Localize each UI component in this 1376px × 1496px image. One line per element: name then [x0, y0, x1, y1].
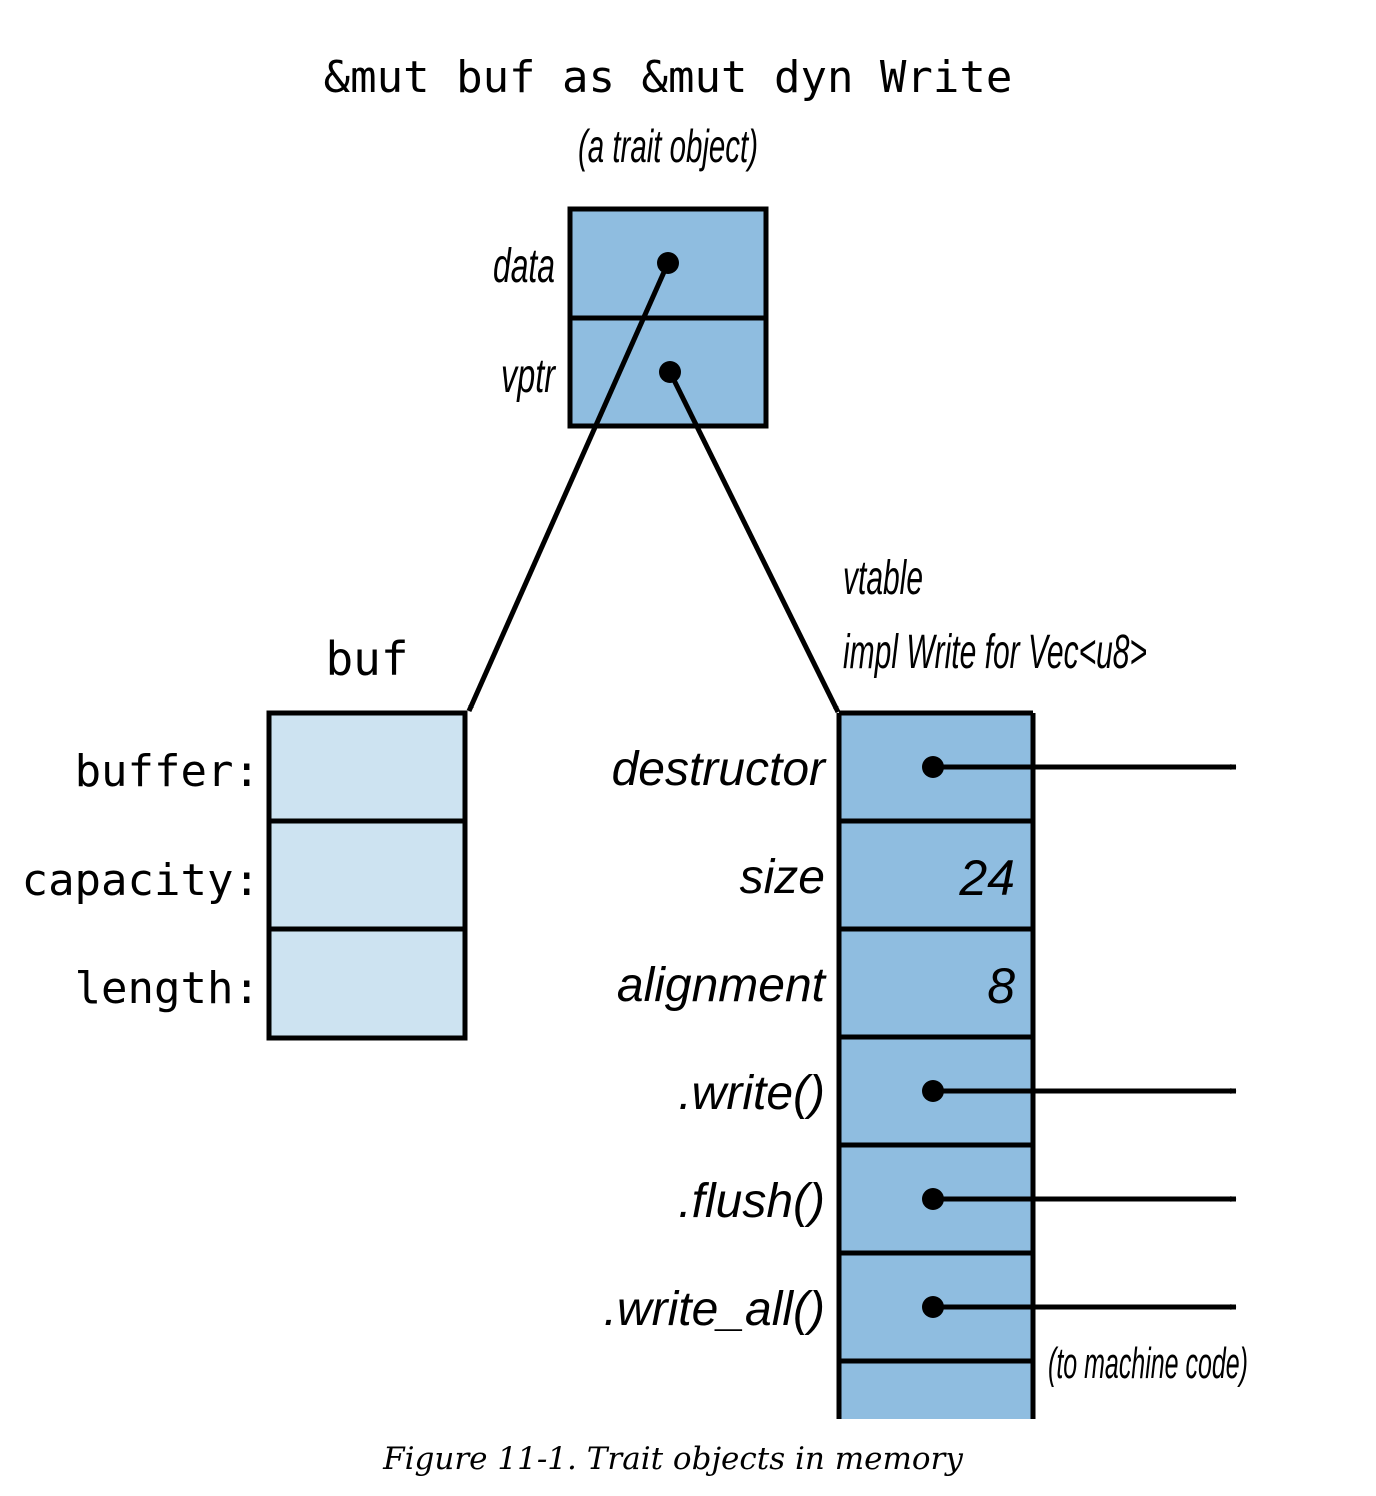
function-pointer-dot: [922, 1080, 944, 1102]
buf-box: [266, 710, 468, 1041]
vtable-row-label: destructor: [612, 743, 827, 796]
vtable-row-label: .flush(): [678, 1175, 825, 1228]
vtable-row-value: 24: [958, 850, 1015, 906]
trait-object-title: &mut buf as &mut dyn Write: [324, 52, 1013, 103]
trait-object-box: [567, 206, 769, 429]
vptr-pointer-arrow: [667, 370, 841, 714]
data-pointer-dot: [657, 252, 679, 274]
buf-field-length: length:: [75, 963, 260, 1014]
vtable-subtitle: impl Write for Vec<u8>: [843, 626, 1147, 679]
vtable-row-label: alignment: [617, 959, 827, 1012]
machine-code-note: (to machine code): [1048, 1339, 1248, 1388]
vtable-row-value: 8: [987, 958, 1015, 1014]
trait-object-subtitle: (a trait object): [578, 120, 758, 172]
data-pointer-arrow: [466, 261, 671, 713]
trait-object-field-vptr: vptr: [501, 350, 556, 403]
buf-field-capacity: capacity:: [22, 855, 260, 906]
buf-box-outline: [266, 710, 468, 1041]
trait-object-field-data: data: [493, 240, 555, 293]
vtable-row-label: .write_all(): [604, 1283, 825, 1336]
vtable-row-label: .write(): [678, 1067, 825, 1120]
function-pointer-dot: [922, 756, 944, 778]
vtable-title: vtable: [843, 552, 923, 605]
vtable-row-label: size: [740, 851, 825, 904]
buf-field-buffer: buffer:: [75, 746, 260, 797]
vptr-pointer-dot: [659, 361, 681, 383]
buf-title: buf: [325, 632, 408, 686]
function-pointer-dot: [922, 1296, 944, 1318]
figure-caption: Figure 11-1. Trait objects in memory: [382, 1441, 963, 1477]
function-pointer-dot: [922, 1188, 944, 1210]
